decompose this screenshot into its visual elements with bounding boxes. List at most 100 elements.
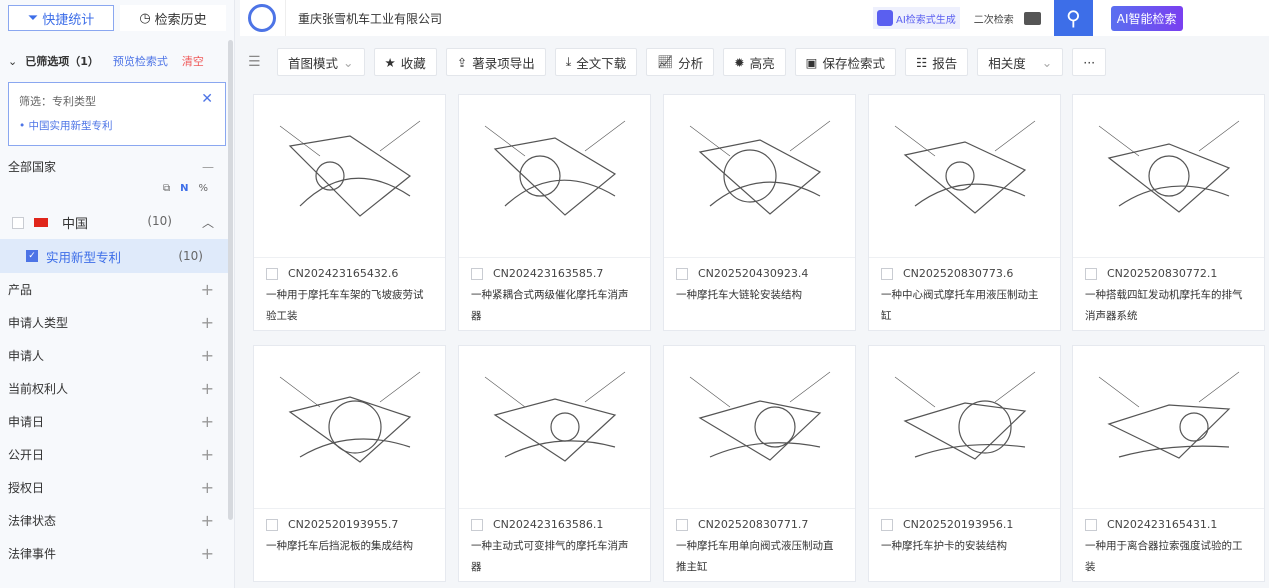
patent-number[interactable]: CN202520193955.7 <box>288 518 399 531</box>
facet-3[interactable]: 当前权利人+ <box>0 372 234 405</box>
result-checkbox[interactable] <box>1085 518 1097 531</box>
plus-icon[interactable]: + <box>200 280 214 299</box>
clear-link[interactable]: 清空 <box>181 55 204 68</box>
plus-icon[interactable]: + <box>200 379 214 398</box>
result-image[interactable] <box>254 95 445 258</box>
patent-title[interactable]: 一种摩托车后挡泥板的集成结构 <box>266 540 413 552</box>
plus-icon[interactable]: + <box>200 412 214 431</box>
chevron-down-icon[interactable]: ⌄ <box>8 54 18 68</box>
facet-1[interactable]: 申请人类型+ <box>0 306 234 339</box>
patent-number[interactable]: CN202520430923.4 <box>698 267 809 280</box>
patent-title[interactable]: 一种用于离合器拉索强度试验的工装 <box>1085 540 1243 573</box>
result-image[interactable] <box>1073 346 1264 509</box>
result-card[interactable]: CN202520193956.1 一种摩托车护卡的安装结构 <box>868 345 1061 582</box>
result-checkbox[interactable] <box>471 518 483 531</box>
result-checkbox[interactable] <box>676 267 688 280</box>
secondary-search[interactable]: 二次检索 <box>973 14 1014 26</box>
search-button[interactable]: ⚲ <box>1053 0 1093 36</box>
patent-number[interactable]: CN202423165432.6 <box>288 267 399 280</box>
result-image[interactable] <box>459 95 650 258</box>
patent-number[interactable]: CN202520193956.1 <box>903 518 1014 531</box>
result-image[interactable] <box>664 95 855 258</box>
ai-search-button[interactable]: AI智能检索 <box>1110 5 1183 31</box>
patent-title[interactable]: 一种摩托车用单向阀式液压制动直推主缸 <box>676 540 834 573</box>
result-image[interactable] <box>869 346 1060 509</box>
facet-5[interactable]: 公开日+ <box>0 438 234 471</box>
facet-0[interactable]: 产品+ <box>0 273 234 306</box>
patent-title[interactable]: 一种摩托车护卡的安装结构 <box>881 540 1007 552</box>
result-card[interactable]: CN202520830771.7 一种摩托车用单向阀式液压制动直推主缸 <box>663 345 856 582</box>
plus-icon[interactable]: + <box>200 445 214 464</box>
facet-6[interactable]: 授权日+ <box>0 471 234 504</box>
country-checkbox[interactable] <box>12 216 24 229</box>
result-checkbox[interactable] <box>266 518 278 531</box>
sidebar-scrollbar[interactable] <box>228 40 233 520</box>
download-button[interactable]: ⤓全文下载 <box>554 48 638 76</box>
list-menu-icon[interactable]: ☰ <box>248 54 261 70</box>
result-image[interactable] <box>459 346 650 509</box>
patent-number[interactable]: CN202423165431.1 <box>1107 518 1218 531</box>
result-card[interactable]: CN202520430923.4 一种摩托车大链轮安装结构 <box>663 94 856 331</box>
result-card[interactable]: CN202520830773.6 一种中心阀式摩托车用液压制动主缸 <box>868 94 1061 331</box>
analysis-button[interactable]: 📈︎分析 <box>646 48 715 76</box>
patent-title[interactable]: 一种紧耦合式两级催化摩托车消声器 <box>471 289 629 322</box>
chevron-up-icon[interactable]: ︿ <box>201 216 214 230</box>
result-card[interactable]: CN202520830772.1 一种搭载四缸发动机摩托车的排气消声器系统 <box>1072 94 1265 331</box>
facet-2[interactable]: 申请人+ <box>0 339 234 372</box>
report-button[interactable]: ☷报告 <box>905 48 969 76</box>
result-checkbox[interactable] <box>881 267 893 280</box>
collapse-icon[interactable]: — <box>202 159 214 174</box>
result-image[interactable] <box>664 346 855 509</box>
result-checkbox[interactable] <box>881 518 893 531</box>
result-checkbox[interactable] <box>1085 267 1097 280</box>
result-image[interactable] <box>1073 95 1264 258</box>
plus-icon[interactable]: + <box>200 346 214 365</box>
facet-8[interactable]: 法律事件+ <box>0 537 234 570</box>
search-input[interactable]: 重庆张雪机车工业有限公司 <box>298 11 443 26</box>
sort-select[interactable]: 相关度⌄ <box>977 48 1064 76</box>
copy-icon[interactable]: ⧉ <box>162 183 171 194</box>
toggle-percent[interactable]: % <box>198 183 208 194</box>
ai-query-gen-button[interactable]: AI检索式生成 <box>873 7 960 29</box>
patent-number[interactable]: CN202520830771.7 <box>698 518 809 531</box>
chevron-down-icon: ⌄ <box>1041 54 1053 70</box>
plus-icon[interactable]: + <box>200 511 214 530</box>
save-query-button[interactable]: ▣保存检索式 <box>794 48 896 76</box>
patent-title[interactable]: 一种搭载四缸发动机摩托车的排气消声器系统 <box>1085 289 1243 322</box>
tab-search-history[interactable]: ◷检索历史 <box>120 5 226 31</box>
highlight-button[interactable]: ✹高亮 <box>723 48 786 76</box>
patent-number[interactable]: CN202423163585.7 <box>493 267 604 280</box>
patent-title[interactable]: 一种中心阀式摩托车用液压制动主缸 <box>881 289 1039 322</box>
result-card[interactable]: CN202423163585.7 一种紧耦合式两级催化摩托车消声器 <box>458 94 651 331</box>
result-checkbox[interactable] <box>471 267 483 280</box>
plus-icon[interactable]: + <box>200 313 214 332</box>
camera-icon[interactable] <box>1023 11 1041 25</box>
plus-icon[interactable]: + <box>200 544 214 563</box>
patent-title[interactable]: 一种主动式可变排气的摩托车消声器 <box>471 540 629 573</box>
subtype-checkbox[interactable]: ✓ <box>26 250 38 262</box>
close-icon[interactable]: ✕ <box>201 91 213 107</box>
result-image[interactable] <box>254 346 445 509</box>
patent-number[interactable]: CN202520830772.1 <box>1107 267 1218 280</box>
preview-query-link[interactable]: 预览检索式 <box>112 55 168 68</box>
patent-number[interactable]: CN202423163586.1 <box>493 518 604 531</box>
result-card[interactable]: CN202520193955.7 一种摩托车后挡泥板的集成结构 <box>253 345 446 582</box>
result-checkbox[interactable] <box>676 518 688 531</box>
patent-title[interactable]: 一种用于摩托车车架的飞坡疲劳试验工装 <box>266 289 424 322</box>
result-card[interactable]: CN202423165431.1 一种用于离合器拉索强度试验的工装 <box>1072 345 1265 582</box>
export-button[interactable]: ⇪著录项导出 <box>445 48 546 76</box>
patent-number[interactable]: CN202520830773.6 <box>903 267 1014 280</box>
patent-title[interactable]: 一种摩托车大链轮安装结构 <box>676 289 802 301</box>
tab-quick-stats[interactable]: ⏷快捷统计 <box>8 5 115 31</box>
result-card[interactable]: CN202423165432.6 一种用于摩托车车架的飞坡疲劳试验工装 <box>253 94 446 331</box>
toggle-n[interactable]: N <box>180 183 189 194</box>
favorite-button[interactable]: ★收藏 <box>373 48 437 76</box>
result-checkbox[interactable] <box>266 267 278 280</box>
more-button[interactable]: ··· <box>1072 48 1107 76</box>
plus-icon[interactable]: + <box>200 478 214 497</box>
facet-4[interactable]: 申请日+ <box>0 405 234 438</box>
result-card[interactable]: CN202423163586.1 一种主动式可变排气的摩托车消声器 <box>458 345 651 582</box>
mode-select[interactable]: 首图模式⌄ <box>277 48 365 76</box>
result-image[interactable] <box>869 95 1060 258</box>
facet-7[interactable]: 法律状态+ <box>0 504 234 537</box>
